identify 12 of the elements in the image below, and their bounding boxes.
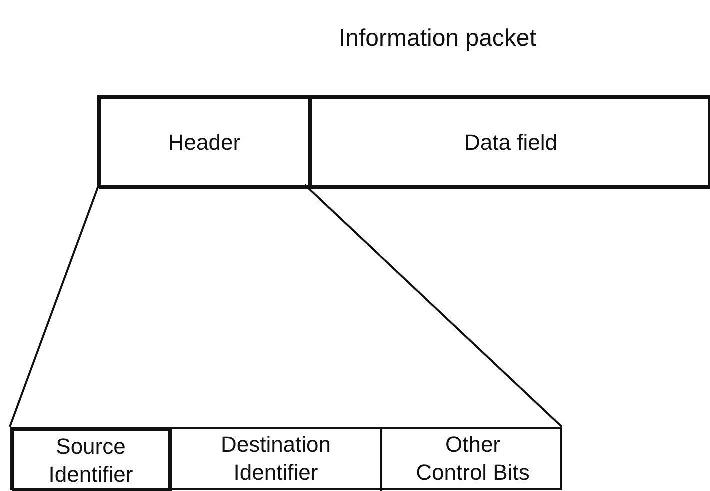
packet-title: Information packet <box>339 25 536 53</box>
data-field <box>310 97 710 189</box>
field-label: Source Identifier <box>48 432 134 488</box>
header-field <box>99 97 310 189</box>
field-label: Data field <box>464 129 558 157</box>
field-label: Other Control Bits <box>415 430 531 486</box>
header-detail-row <box>10 427 562 490</box>
field-label: Destination Identifier <box>220 430 332 486</box>
expansion-line <box>304 184 563 428</box>
field-cell <box>12 429 170 491</box>
expansion-line <box>9 184 100 428</box>
field-label: Header <box>167 129 242 157</box>
